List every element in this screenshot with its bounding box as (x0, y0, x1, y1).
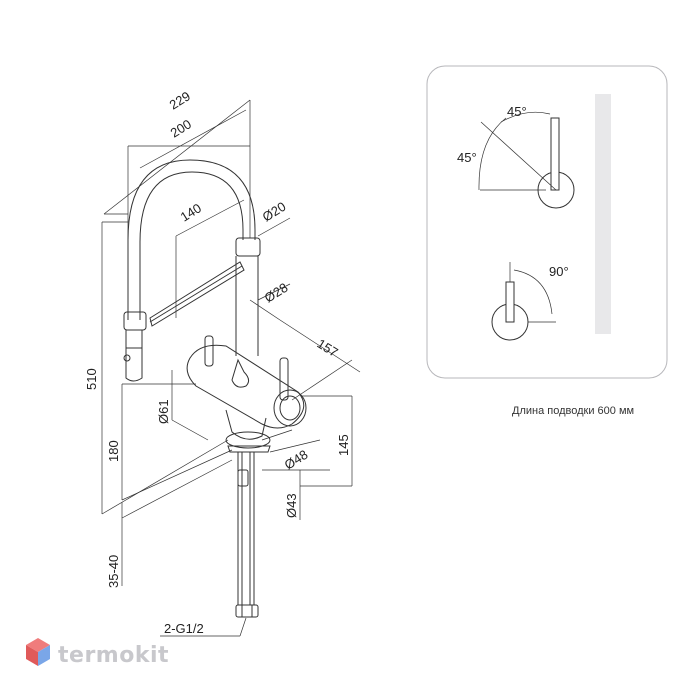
dim-180: 180 (106, 440, 121, 462)
spout-inner (139, 171, 244, 320)
dim-d43: Ø43 (284, 493, 299, 518)
center-lever (231, 358, 250, 388)
brand-logo-icon (26, 638, 50, 666)
dim-145: 145 (336, 434, 351, 456)
dim-510: 510 (84, 368, 99, 390)
upper-band (235, 237, 261, 257)
dim-157: 157 (314, 336, 340, 360)
brand-name: termokit (58, 643, 170, 668)
mount-clamp (237, 469, 249, 487)
body-end (273, 389, 307, 427)
panel-frame (426, 65, 668, 379)
dimension-labels: 229 200 140 Ø20 Ø28 157 510 Ø61 180 Ø48 … (84, 88, 351, 636)
panel-bar (595, 94, 611, 334)
dim-35-40: 35-40 (106, 555, 121, 588)
hose-length-note: Длина подводки 600 мм (512, 405, 634, 417)
dim-229: 229 (167, 88, 193, 112)
spray-button (123, 354, 131, 362)
dim-200: 200 (168, 116, 194, 140)
spray-head (125, 330, 143, 382)
angle-45-left: 45° (457, 150, 477, 165)
lower-band (123, 311, 147, 331)
body-end-inner (279, 395, 301, 421)
angle-panel: 45° 45° 90° (426, 65, 668, 379)
mount-plate (227, 445, 271, 453)
dimension-lines (101, 99, 361, 637)
faucet (123, 159, 307, 618)
dim-d20: Ø20 (260, 199, 289, 225)
bridge-arm (149, 261, 245, 327)
base (225, 409, 267, 440)
dim-d61: Ø61 (156, 399, 171, 424)
base-flange (225, 431, 271, 449)
bridge-edge (149, 265, 243, 323)
angle-45-top: 45° (507, 104, 527, 119)
bottom-handle (491, 262, 556, 341)
top-handle (478, 111, 575, 209)
dim-thread: 2-G1/2 (164, 621, 204, 636)
main-body (186, 344, 305, 429)
angle-90: 90° (549, 264, 569, 279)
left-lever (204, 335, 214, 367)
fitting (235, 604, 259, 618)
right-lever (279, 357, 289, 401)
dim-140: 140 (178, 200, 204, 224)
spout-outer (127, 159, 256, 320)
dim-d28: Ø28 (262, 280, 291, 306)
dim-d48: Ø48 (282, 447, 311, 473)
